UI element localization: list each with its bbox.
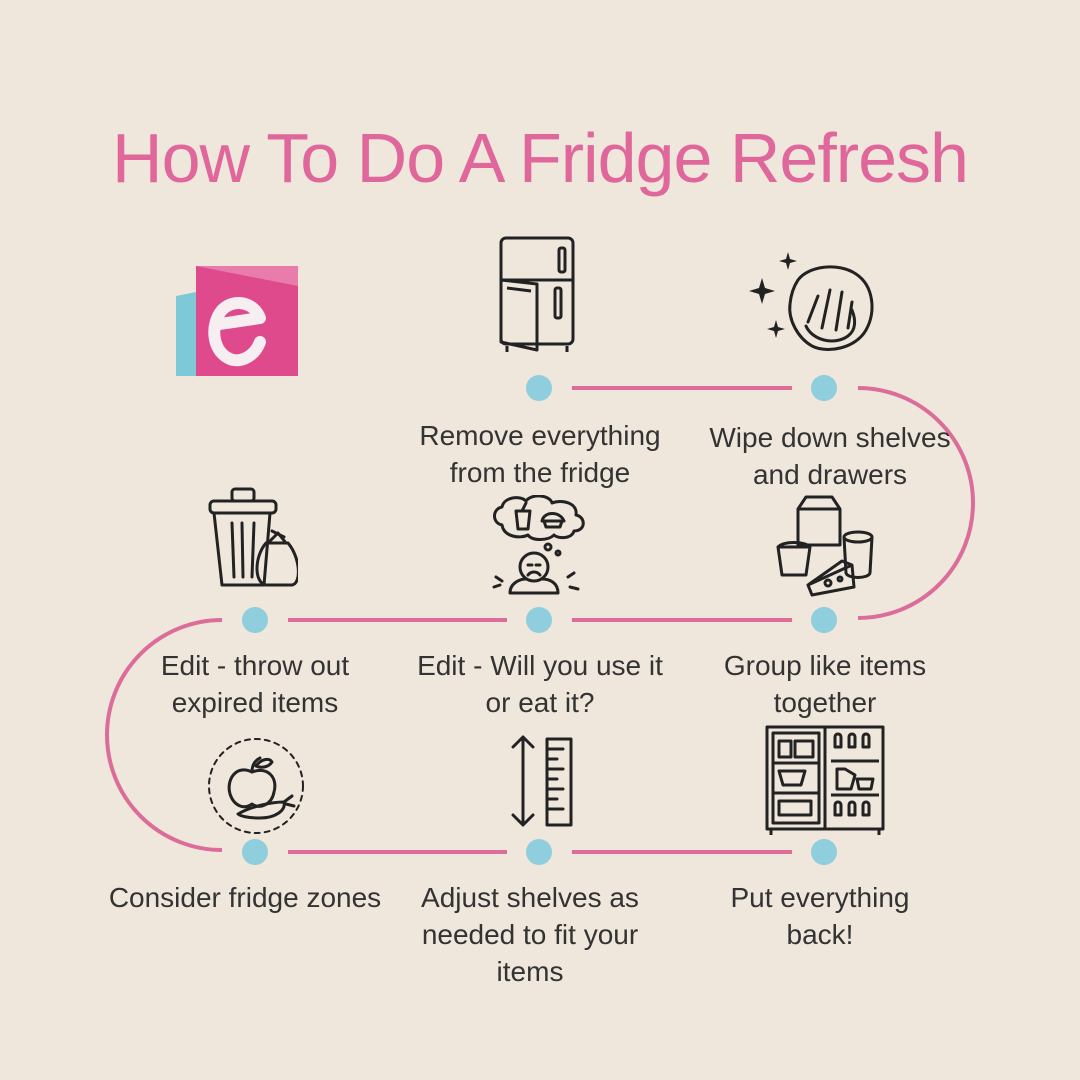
dairy-products-icon bbox=[776, 495, 874, 597]
step-1-label: Remove everything from the fridge bbox=[419, 420, 661, 488]
dot-step-1 bbox=[526, 375, 552, 401]
brand-logo bbox=[176, 266, 298, 376]
dot-step-5 bbox=[242, 607, 268, 633]
dot-step-6 bbox=[242, 839, 268, 865]
dot-step-7 bbox=[526, 839, 552, 865]
path-lines bbox=[105, 386, 975, 854]
dot-step-2 bbox=[811, 375, 837, 401]
step-6-label: Consider fridge zones bbox=[108, 882, 382, 913]
dot-step-4 bbox=[526, 607, 552, 633]
stocked-fridge-icon bbox=[765, 725, 885, 835]
step-7-label: Adjust shelves as needed to fit your ite… bbox=[421, 882, 639, 987]
page-title: How To Do A Fridge Refresh bbox=[112, 119, 969, 197]
fridge-icon bbox=[499, 236, 575, 352]
step-2-label: Wipe down shelves and drawers bbox=[709, 422, 951, 490]
thinking-person-icon bbox=[492, 495, 585, 595]
wiping-hand-icon bbox=[749, 252, 874, 351]
step-8-label: Put everything back! bbox=[730, 882, 910, 950]
trash-can-icon bbox=[208, 487, 298, 587]
step-4-label: Edit - Will you use it or eat it? bbox=[417, 650, 663, 718]
fruit-veg-zone-icon bbox=[208, 738, 304, 834]
step-5-label: Edit - throw out expired items bbox=[160, 650, 350, 718]
height-ruler-icon bbox=[511, 735, 573, 827]
step-3-label: Group like items together bbox=[723, 650, 927, 718]
path-dots bbox=[242, 375, 837, 865]
dot-step-8 bbox=[811, 839, 837, 865]
dot-step-3 bbox=[811, 607, 837, 633]
